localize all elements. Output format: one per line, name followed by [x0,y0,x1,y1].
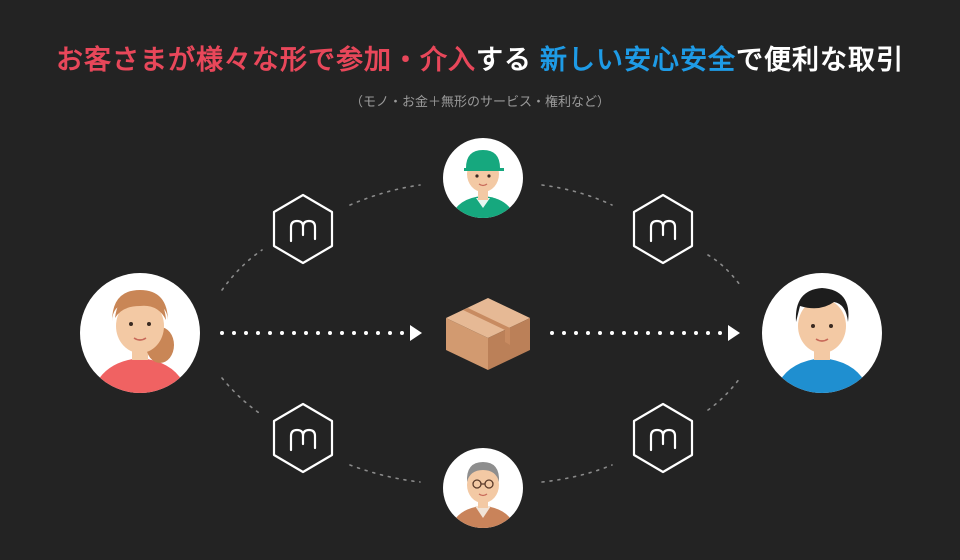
headline-part-1: お客さまが様々な形で参加・介入 [56,45,476,76]
elderly-man-avatar-icon [443,448,523,528]
arrowhead-left [410,325,422,341]
man-avatar-icon [762,273,882,393]
hexagon-nodes [272,193,694,474]
arrow-package-to-buyer [550,325,740,341]
connection-lines [221,184,741,483]
headline-part-2: する [476,45,532,76]
line-bottom-left-node-to-elder [349,464,421,483]
line-top-right-node-to-buyer [707,254,741,286]
delivery-worker-avatar-icon [443,138,523,218]
line-top-left-node-to-courier [349,184,421,206]
headline: お客さまが様々な形で参加・介入する新しい安心安全で便利な取引 [0,38,960,77]
line-seller-to-top-left-node [221,249,263,291]
m-hexagon-icon [272,193,334,265]
cardboard-box-icon [446,298,530,370]
headline-part-3: 新しい安心安全 [540,45,736,76]
line-courier-to-top-right-node [541,184,613,206]
m-hexagon-icon [632,402,694,474]
arrow-seller-to-package [220,325,422,341]
line-bottom-right-node-to-buyer [707,377,741,411]
line-seller-to-bottom-left-node [221,377,263,416]
subtitle: （モノ・お金＋無形のサービス・権利など） [349,95,610,110]
m-hexagon-icon [632,193,694,265]
line-elder-to-bottom-right-node [541,464,613,483]
main-flow [220,325,740,341]
m-hexagon-icon [272,402,334,474]
arrowhead-right [728,325,740,341]
headline-part-4: で便利な取引 [736,45,904,76]
woman-avatar-icon [80,273,200,393]
